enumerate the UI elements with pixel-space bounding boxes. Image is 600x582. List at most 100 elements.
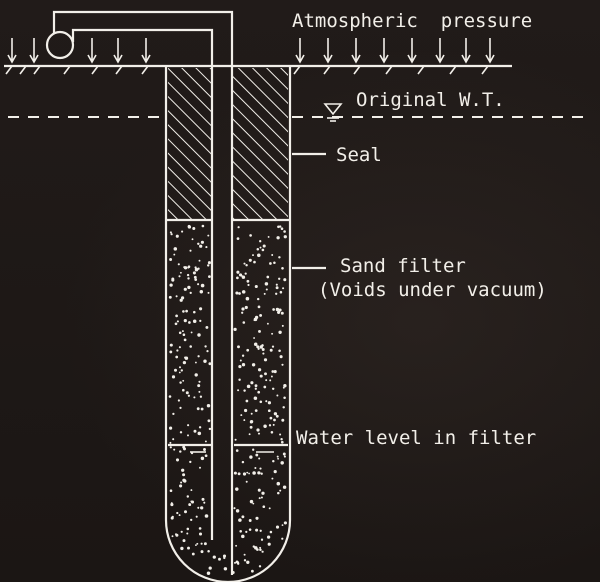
- sand-grain: [235, 487, 239, 491]
- sand-grain: [257, 432, 261, 435]
- sand-grain: [236, 237, 240, 240]
- sand-grain: [278, 256, 281, 259]
- sand-grain: [237, 389, 240, 392]
- seal-label: Seal: [336, 144, 382, 166]
- sand-grain: [282, 287, 285, 290]
- sand-grain: [256, 428, 260, 432]
- voids-under-vacuum-label: (Voids under vacuum): [318, 279, 547, 301]
- sand-grain: [169, 343, 173, 347]
- sand-grain: [273, 370, 277, 374]
- sand-grain: [280, 438, 283, 441]
- sand-grain: [283, 384, 287, 388]
- sand-grain: [171, 375, 176, 379]
- sand-filter-label: Sand filter: [340, 255, 466, 277]
- sand-grain: [203, 542, 207, 546]
- sand-grain: [208, 427, 212, 431]
- sand-grain: [207, 291, 210, 294]
- sand-grain: [273, 418, 276, 422]
- sand-grain: [173, 247, 178, 251]
- sand-grain: [186, 273, 190, 277]
- sand-grain: [253, 342, 258, 346]
- sand-grain: [283, 521, 287, 525]
- sand-grain: [200, 506, 204, 510]
- sand-grain: [181, 468, 185, 472]
- sand-grain: [233, 471, 237, 475]
- sand-grain: [272, 423, 275, 426]
- sand-grain: [263, 385, 267, 389]
- sand-grain: [184, 510, 187, 514]
- sand-grain: [280, 227, 284, 230]
- seal-left: [168, 68, 211, 220]
- sand-grain: [252, 471, 256, 475]
- sand-grain: [248, 258, 252, 262]
- sand-grain: [196, 542, 199, 545]
- sand-grain: [182, 310, 185, 313]
- sand-grain: [253, 319, 256, 322]
- sand-grain: [194, 373, 198, 377]
- sand-grain: [239, 530, 242, 533]
- sand-grain: [272, 308, 275, 311]
- sand-grain: [187, 265, 191, 268]
- sand-grain: [187, 394, 191, 397]
- sand-grain: [251, 363, 256, 367]
- sand-grain: [281, 418, 285, 422]
- sand-grain: [243, 389, 246, 392]
- sand-grain: [254, 409, 258, 412]
- sand-grain: [261, 550, 264, 553]
- sand-grain: [194, 278, 198, 281]
- sand-grain: [180, 481, 183, 484]
- sand-grain: [253, 337, 256, 339]
- sand-grain: [267, 409, 271, 413]
- sand-grain: [169, 350, 173, 354]
- sand-grain: [269, 530, 273, 534]
- pressure-arrow: [485, 38, 495, 64]
- sand-grain: [237, 472, 241, 476]
- sand-grain: [200, 456, 205, 461]
- sand-grain: [190, 331, 193, 334]
- sand-grain: [185, 391, 189, 395]
- sand-grain: [182, 379, 185, 382]
- sand-grain: [248, 433, 251, 436]
- sand-grain: [271, 477, 274, 480]
- sand-grain: [208, 275, 211, 278]
- sand-grain: [234, 438, 237, 441]
- sand-grain: [281, 537, 284, 540]
- sand-grain: [175, 234, 179, 238]
- sand-grain: [248, 528, 252, 531]
- sand-grain: [169, 489, 173, 493]
- sand-grain: [186, 495, 190, 498]
- sand-grain: [176, 349, 179, 352]
- sand-grain: [241, 290, 246, 294]
- sand-grain: [257, 488, 261, 492]
- sand-grain: [242, 472, 247, 476]
- sand-grain: [235, 291, 239, 295]
- pressure-arrow: [7, 38, 17, 64]
- sand-grain: [245, 399, 249, 403]
- sand-grain: [169, 231, 172, 234]
- sand-grain: [279, 355, 283, 359]
- sand-grain: [266, 275, 270, 279]
- water-table-triangle-icon: [323, 103, 343, 122]
- sand-grain: [270, 375, 273, 378]
- sand-grain: [257, 305, 261, 309]
- sand-grain: [235, 509, 240, 513]
- sand-grain: [252, 448, 255, 451]
- sand-grain: [269, 348, 273, 352]
- sand-grain: [246, 279, 250, 283]
- sand-grain: [277, 457, 279, 460]
- sand-grain: [246, 471, 249, 474]
- sand-grain: [178, 275, 181, 278]
- sand-grain: [179, 450, 182, 453]
- sand-grain: [275, 307, 280, 312]
- sand-grain: [254, 466, 257, 470]
- sand-grain: [277, 491, 280, 495]
- sand-grain: [270, 431, 274, 434]
- sand-grain: [251, 569, 254, 573]
- sand-grain: [264, 282, 269, 286]
- sand-grain: [263, 358, 268, 362]
- sand-grain: [187, 277, 190, 280]
- sand-grain: [206, 350, 209, 353]
- sand-grain: [236, 270, 240, 274]
- sand-grain: [254, 387, 257, 390]
